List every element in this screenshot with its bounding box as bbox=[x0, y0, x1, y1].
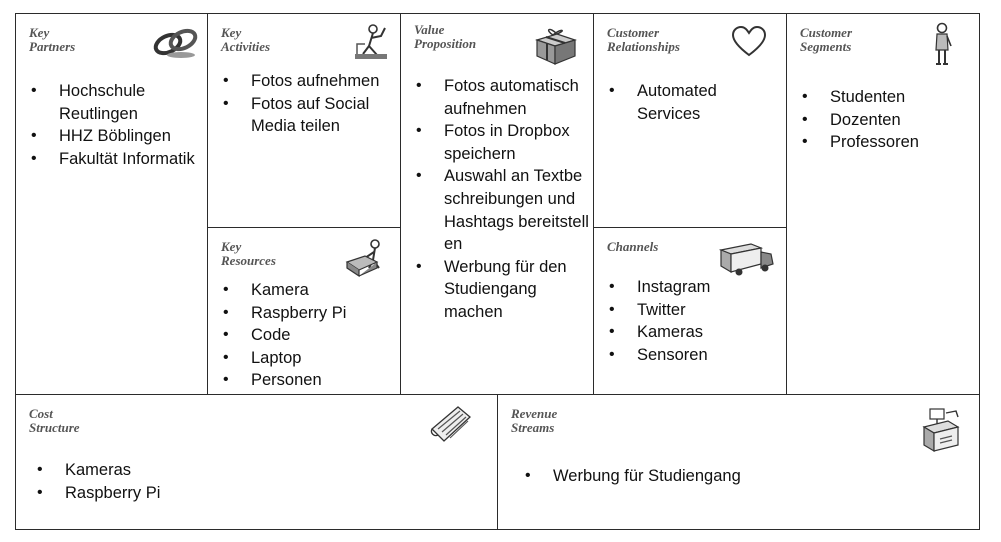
list-item: Werbung für den Studiengang machen bbox=[414, 256, 590, 324]
list-item: Twitter bbox=[607, 299, 782, 322]
channels-title: Channels bbox=[607, 239, 659, 254]
customer-relationships-title: Customer Relationships bbox=[607, 25, 680, 54]
key-activities-list: Fotos aufnehmen Fotos auf Social Media t… bbox=[221, 70, 396, 138]
list-item: Personen bbox=[221, 369, 396, 392]
list-item: Kameras bbox=[35, 459, 335, 482]
value-proposition-title: Value Proposition bbox=[414, 22, 477, 51]
list-item: Fotos auf Social Media teilen bbox=[221, 93, 396, 138]
key-partners-title: Key Partners bbox=[29, 25, 76, 54]
list-item: Studenten bbox=[800, 86, 975, 109]
key-resources-list: Kamera Raspberry Pi Code Laptop Personen bbox=[221, 279, 396, 392]
key-partners-block: Key Partners Hochschule Reutlingen HHZ B… bbox=[15, 13, 209, 396]
list-item: Laptop bbox=[221, 347, 396, 370]
list-item: Instagram bbox=[607, 276, 782, 299]
chain-link-icon bbox=[153, 28, 198, 58]
list-item: Dozenten bbox=[800, 109, 975, 132]
value-proposition-list: Fotos automatisch aufnehmen Fotos in Dro… bbox=[414, 75, 590, 324]
channels-block: Channels Instagram Twitter Kameras Senso… bbox=[593, 227, 788, 396]
list-item: Kameras bbox=[607, 321, 782, 344]
list-item: Fakultät Informatik bbox=[29, 148, 201, 171]
list-item: Auswahl an Textbeschreibungen und Hashta… bbox=[414, 165, 590, 255]
truck-icon bbox=[719, 243, 774, 276]
factory-worker-icon bbox=[345, 239, 380, 278]
revenue-streams-block: Revenue Streams Werbung für Studiengang bbox=[497, 394, 980, 530]
worker-icon bbox=[355, 24, 387, 59]
customer-segments-block: Customer Segments Studenten Dozenten Pro… bbox=[786, 13, 980, 396]
revenue-streams-title: Revenue Streams bbox=[511, 406, 558, 435]
list-item: HHZ Böblingen bbox=[29, 125, 201, 148]
list-item: Code bbox=[221, 324, 396, 347]
revenue-streams-list: Werbung für Studiengang bbox=[523, 465, 943, 488]
key-activities-title: Key Activities bbox=[221, 25, 271, 54]
key-resources-title: Key Resources bbox=[221, 239, 276, 268]
list-item: Hochschule Reutlingen bbox=[29, 80, 201, 125]
person-icon bbox=[935, 22, 952, 65]
list-item: Automated Services bbox=[607, 80, 782, 125]
key-activities-block: Key Activities Fotos aufnehmen Fotos auf… bbox=[207, 13, 402, 229]
list-item: Professoren bbox=[800, 131, 975, 154]
list-item: Werbung für Studiengang bbox=[523, 465, 943, 488]
cost-structure-block: Cost Structure Kameras Raspberry Pi bbox=[15, 394, 499, 530]
customer-segments-title: Customer Segments bbox=[800, 25, 853, 54]
customer-relationships-list: Automated Services bbox=[607, 80, 782, 125]
list-item: Fotos aufnehmen bbox=[221, 70, 396, 93]
receipt-icon bbox=[430, 406, 471, 442]
customer-relationships-block: Customer Relationships Automated Service… bbox=[593, 13, 788, 229]
cost-structure-list: Kameras Raspberry Pi bbox=[35, 459, 335, 504]
key-partners-list: Hochschule Reutlingen HHZ Böblingen Faku… bbox=[29, 80, 201, 170]
heart-icon bbox=[731, 26, 767, 57]
value-proposition-block: Value Proposition Fotos automatisch aufn… bbox=[400, 13, 595, 396]
cost-structure-title: Cost Structure bbox=[29, 406, 80, 435]
list-item: Sensoren bbox=[607, 344, 782, 367]
gift-icon bbox=[535, 28, 577, 65]
list-item: Kamera bbox=[221, 279, 396, 302]
list-item: Fotos automatisch aufnehmen bbox=[414, 75, 590, 120]
list-item: Raspberry Pi bbox=[35, 482, 335, 505]
cash-register-icon bbox=[922, 408, 960, 453]
key-resources-block: Key Resources Kamera Raspberry Pi Code L… bbox=[207, 227, 402, 396]
list-item: Raspberry Pi bbox=[221, 302, 396, 325]
customer-segments-list: Studenten Dozenten Professoren bbox=[800, 86, 975, 154]
list-item: Fotos in Dropbox speichern bbox=[414, 120, 590, 165]
channels-list: Instagram Twitter Kameras Sensoren bbox=[607, 276, 782, 366]
